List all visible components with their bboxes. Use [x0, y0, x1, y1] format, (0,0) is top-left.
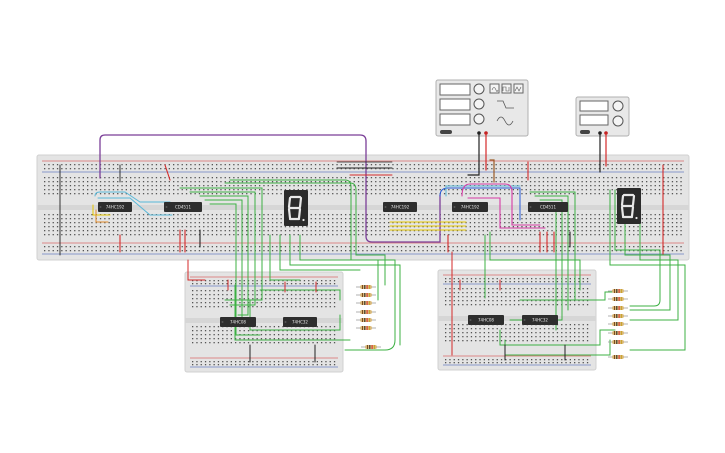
chip-label: 74HC32	[532, 318, 548, 323]
display-digit: 8.	[296, 223, 298, 225]
sine-wave-icon[interactable]	[489, 83, 500, 94]
ic-chip[interactable]: 74HC32	[522, 315, 558, 325]
resistor[interactable]	[608, 340, 628, 344]
resistor[interactable]	[356, 285, 376, 289]
chip-label: CD4511	[540, 205, 557, 210]
power-switch-icon[interactable]	[440, 130, 452, 134]
chip-label: 74HC192	[391, 205, 410, 210]
chip-label: 74HC192	[461, 205, 480, 210]
ic-chip[interactable]: 74HC32	[283, 317, 317, 327]
resistor[interactable]	[608, 306, 628, 310]
main-breadboard[interactable]	[36, 154, 690, 261]
resistor[interactable]	[356, 318, 376, 322]
triangle-wave-icon[interactable]	[513, 83, 524, 94]
chip-label: 74HC08	[478, 318, 494, 323]
ic-chips[interactable]: 74HC192 CD4511 74HC192 74HC192 CD4511 74HC08 7…	[98, 202, 568, 327]
ic-chip[interactable]: 74HC08	[220, 317, 256, 327]
ic-chip[interactable]: CD4511	[528, 202, 568, 212]
knob-icon[interactable]	[473, 98, 485, 110]
breadboard-holes	[44, 164, 682, 252]
function-generator[interactable]	[435, 79, 529, 137]
chip-label: CD4511	[175, 205, 192, 210]
square-wave-icon[interactable]	[501, 83, 512, 94]
ic-chip[interactable]: 74HC192	[452, 202, 488, 212]
resistor[interactable]	[608, 331, 628, 335]
resistor[interactable]	[608, 355, 628, 359]
ic-chip[interactable]: 74HC192	[383, 202, 417, 212]
resistor[interactable]	[361, 345, 381, 349]
knob-icon[interactable]	[473, 113, 485, 125]
power-rail-bottom	[42, 242, 684, 255]
chip-label: 74HC32	[292, 320, 308, 325]
knob-icon[interactable]	[612, 100, 624, 112]
ic-chip[interactable]: 74HC08	[468, 315, 504, 325]
resistor[interactable]	[608, 322, 628, 326]
resistor[interactable]	[356, 310, 376, 314]
wires[interactable]	[59, 133, 686, 363]
seven-segment-display: 8.	[617, 188, 641, 224]
resistors[interactable]	[356, 285, 628, 359]
display-digit: 8.	[629, 221, 631, 223]
seven-segment-display: 8.	[284, 190, 308, 226]
resistor[interactable]	[356, 301, 376, 305]
knob-icon[interactable]	[612, 115, 624, 127]
ic-chip[interactable]: CD4511	[164, 202, 202, 212]
resistor[interactable]	[356, 326, 376, 330]
chip-label: 74HC08	[230, 320, 246, 325]
power-switch-icon[interactable]	[580, 130, 590, 134]
power-supply[interactable]	[575, 96, 630, 137]
resistor[interactable]	[608, 297, 628, 301]
resistor[interactable]	[356, 293, 376, 297]
lower-left-breadboard[interactable]	[184, 271, 344, 373]
resistor[interactable]	[608, 314, 628, 318]
ic-chip[interactable]: 74HC192	[98, 202, 132, 212]
resistor[interactable]	[608, 289, 628, 293]
seven-segment-displays: 8. 8.	[284, 188, 641, 226]
breadboard-holes	[192, 280, 336, 366]
chip-label: 74HC192	[106, 205, 125, 210]
power-rail-top	[42, 160, 684, 173]
knob-icon[interactable]	[473, 83, 485, 95]
